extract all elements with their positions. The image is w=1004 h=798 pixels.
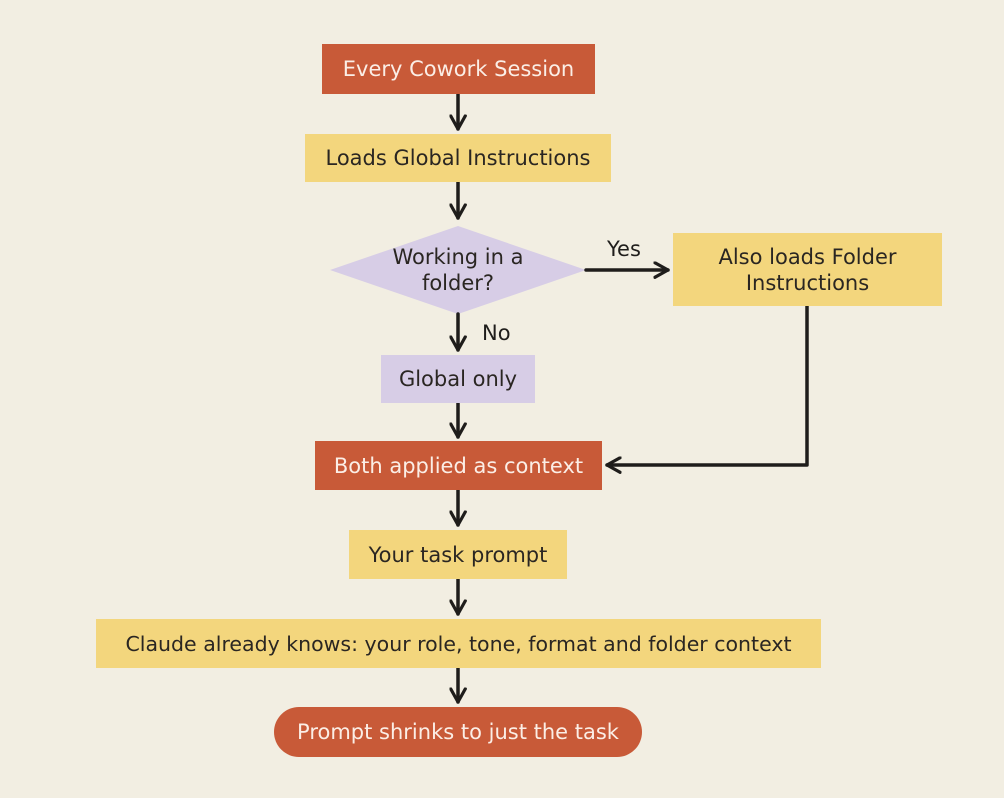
both-applied-label: Both applied as context: [333, 453, 584, 478]
load-global-label: Loads Global Instructions: [325, 146, 591, 170]
decision-diamond: [330, 226, 586, 314]
start-node-label: Every Cowork Session: [342, 57, 575, 81]
no-label: No: [482, 321, 511, 345]
end-node-label: Prompt shrinks to just the task: [297, 720, 619, 744]
folder-instructions-label: Also loads Folder Instructions: [718, 244, 897, 295]
load-global-node: Loads Global Instructions: [305, 134, 611, 182]
yes-label: Yes: [607, 237, 641, 261]
arrow-folder-to-both: [605, 304, 809, 465]
both-applied-node: Both applied as context: [315, 441, 602, 490]
claude-knows-node: Claude already knows: your role, tone, f…: [96, 619, 821, 668]
global-only-label: Global only: [398, 367, 518, 391]
task-prompt-label: Your task prompt: [368, 542, 548, 567]
start-node: Every Cowork Session: [322, 44, 595, 94]
claude-knows-label: Claude already knows: your role, tone, f…: [125, 631, 792, 656]
global-only-node: Global only: [381, 355, 535, 403]
task-prompt-node: Your task prompt: [349, 530, 567, 579]
decision-label: Working in a folder?: [392, 245, 524, 295]
folder-instructions-node: Also loads Folder Instructions: [673, 233, 942, 306]
end-node: Prompt shrinks to just the task: [274, 707, 642, 757]
